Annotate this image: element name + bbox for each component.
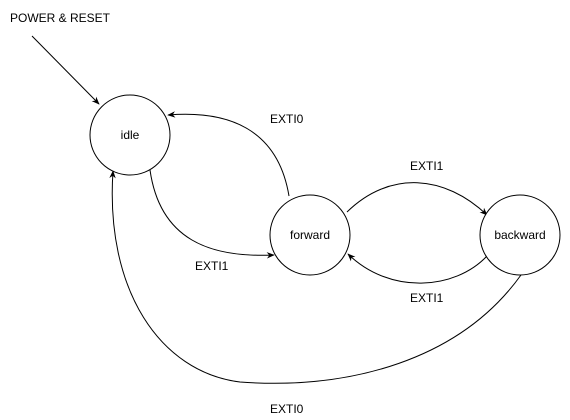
state-forward[interactable]: forward [269, 194, 351, 276]
state-idle-label: idle [121, 128, 140, 142]
state-idle-circle [89, 94, 171, 176]
label-forward-to-backward: EXTI1 [410, 159, 444, 173]
edge-idle-to-forward [149, 169, 275, 259]
edge-forward-to-backward [346, 182, 488, 216]
state-forward-label: forward [290, 228, 330, 242]
start-arrow [31, 35, 100, 105]
edge-backward-to-forward [347, 253, 488, 284]
state-backward-label: backward [494, 228, 545, 242]
label-idle-to-forward: EXTI1 [195, 259, 229, 273]
state-backward-circle [479, 194, 561, 276]
start-label: POWER & RESET [10, 11, 111, 25]
edge-backward-to-idle [109, 170, 522, 384]
state-idle[interactable]: idle [89, 94, 171, 176]
state-forward-circle [269, 194, 351, 276]
label-backward-to-forward: EXTI1 [410, 291, 444, 305]
state-backward[interactable]: backward [479, 194, 561, 276]
label-forward-to-idle: EXTI0 [270, 112, 304, 126]
edge-forward-to-idle [167, 111, 290, 197]
label-backward-to-idle: EXTI0 [270, 402, 304, 416]
